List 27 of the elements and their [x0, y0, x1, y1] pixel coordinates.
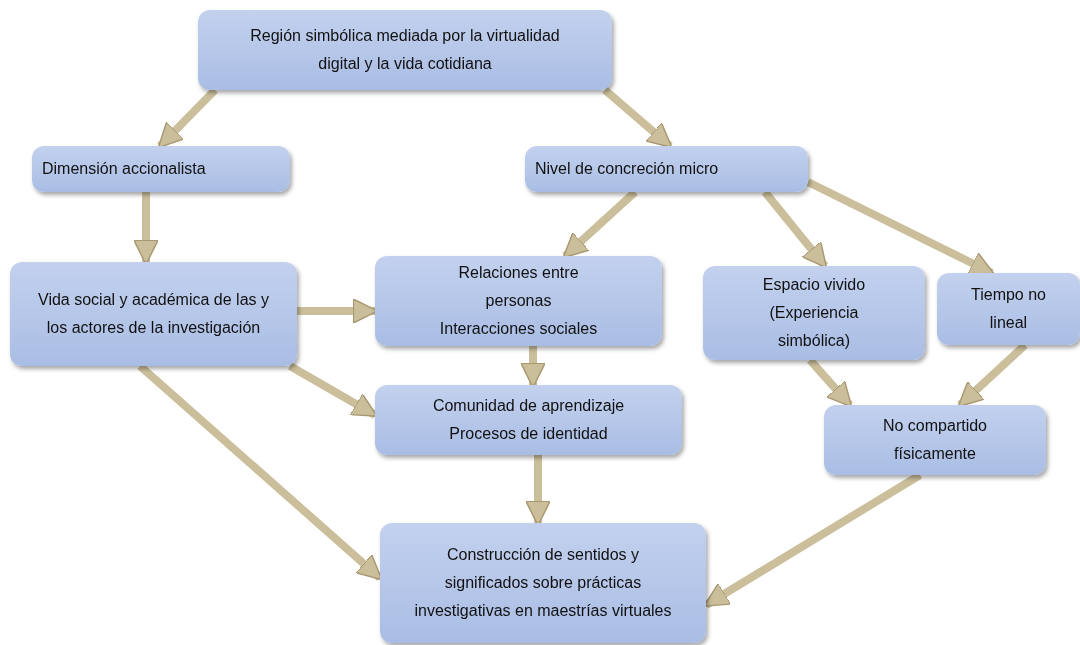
process-box: [703, 266, 925, 360]
node-text: Interacciones sociales: [439, 319, 598, 339]
process-box: [10, 262, 297, 366]
node-text: Comunidad de aprendizaje: [432, 396, 625, 416]
node-text: Espacio vivido (Experiencia simbólica): [761, 275, 867, 351]
node-text: Nivel de concreción micro: [535, 159, 719, 179]
process-box: [380, 523, 706, 643]
process-box: [32, 146, 290, 192]
node-text: Vida social y académica de las y los actores de la investigación: [37, 290, 270, 338]
arrow: [562, 189, 638, 259]
node-text: No compartido físicamente: [881, 416, 988, 464]
process-box: [375, 256, 662, 346]
node-text: Tiempo no lineal: [970, 285, 1047, 333]
arrow: [807, 357, 853, 408]
node-text: Dimensión accionalista: [42, 159, 206, 179]
arrow: [957, 342, 1028, 408]
node-text: Relaciones entre personas: [457, 263, 580, 311]
process-box: [198, 10, 612, 90]
process-box: [937, 273, 1080, 345]
process-box: [525, 146, 808, 192]
arrow: [157, 87, 218, 149]
process-box: [824, 405, 1046, 475]
node-text: Construcción de sentidos y significados sobre prácticas investigativas en maestrías virtuales: [413, 545, 673, 621]
arrow: [761, 189, 829, 269]
process-box: [375, 385, 682, 455]
node-text: Región simbólica mediada por la virtualidad digital y la vida cotidiana: [249, 26, 561, 74]
node-text: Procesos de identidad: [449, 424, 608, 444]
